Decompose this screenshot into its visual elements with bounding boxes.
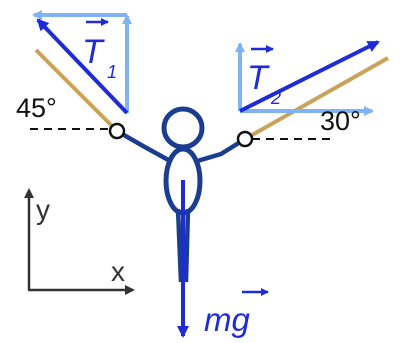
rope-left bbox=[34, 48, 119, 133]
figure-left-arm bbox=[115, 129, 174, 164]
t1-subscript: 1 bbox=[107, 62, 117, 82]
t2-tension-arrow bbox=[239, 40, 380, 113]
figure-right-arm bbox=[193, 137, 247, 165]
t2-subscript: 2 bbox=[270, 88, 281, 108]
weight-label: mg bbox=[204, 301, 250, 338]
t1-label: T bbox=[82, 33, 105, 71]
y-axis-label: y bbox=[36, 194, 50, 225]
t2-label: T bbox=[247, 59, 270, 97]
angle-left-label: 45° bbox=[16, 93, 57, 123]
t1-tension-arrow bbox=[36, 18, 129, 115]
rope-right bbox=[244, 56, 389, 141]
x-axis-label: x bbox=[111, 256, 125, 287]
figure-head bbox=[161, 106, 205, 150]
left-hand-anchor bbox=[108, 122, 126, 140]
angle-right-label: 30° bbox=[320, 106, 361, 136]
right-hand-anchor bbox=[236, 130, 254, 148]
figure-legs bbox=[175, 208, 191, 283]
